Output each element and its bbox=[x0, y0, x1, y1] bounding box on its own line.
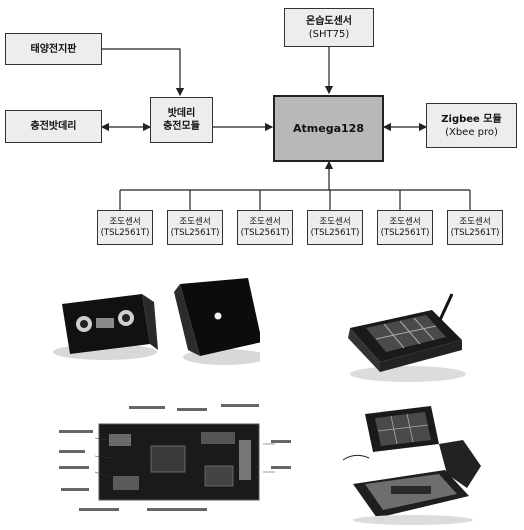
light-sensor-line1: 조도센서 bbox=[459, 217, 490, 228]
light-sensor-box: 조도센서 (TSL2561T) bbox=[237, 210, 293, 245]
light-sensor-line1: 조도센서 bbox=[179, 217, 210, 228]
battery-box: 충전밧데리 bbox=[5, 110, 102, 143]
exploded-enclosure-photo bbox=[335, 400, 485, 528]
light-sensor-line2: (TSL2561T) bbox=[311, 228, 360, 239]
light-sensor-box: 조도센서 (TSL2561T) bbox=[377, 210, 433, 245]
light-sensor-box: 조도센서 (TSL2561T) bbox=[307, 210, 363, 245]
light-sensor-line2: (TSL2561T) bbox=[451, 228, 500, 239]
light-sensor-line1: 조도센서 bbox=[319, 217, 350, 228]
mcu-label: Atmega128 bbox=[293, 122, 364, 135]
solar-panel-box: 태양전지판 bbox=[5, 33, 102, 65]
light-sensor-box: 조도센서 (TSL2561T) bbox=[167, 210, 223, 245]
charger-label-line1: 밧데리 bbox=[168, 107, 196, 120]
solar-panel-label: 태양전지판 bbox=[31, 43, 77, 56]
light-sensor-line1: 조도센서 bbox=[389, 217, 420, 228]
light-sensor-line2: (TSL2561T) bbox=[171, 228, 220, 239]
zigbee-line2: (Xbee pro) bbox=[445, 126, 498, 139]
circuit-board-photo bbox=[55, 400, 295, 528]
zigbee-line1: Zigbee 모듈 bbox=[441, 113, 501, 126]
light-sensor-line1: 조도센서 bbox=[249, 217, 280, 228]
mcu-box: Atmega128 bbox=[273, 95, 384, 162]
charger-module-box: 밧데리 충전모듈 bbox=[150, 97, 213, 143]
light-sensor-line2: (TSL2561T) bbox=[101, 228, 150, 239]
light-sensor-line2: (TSL2561T) bbox=[241, 228, 290, 239]
battery-label: 충전밧데리 bbox=[31, 120, 77, 133]
humidity-sensor-line2: (SHT75) bbox=[309, 28, 350, 41]
zigbee-module-box: Zigbee 모듈 (Xbee pro) bbox=[426, 103, 517, 148]
light-sensor-line1: 조도센서 bbox=[109, 217, 140, 228]
solar-enclosure-photo bbox=[340, 290, 480, 390]
humidity-sensor-line1: 온습도센서 bbox=[306, 15, 352, 28]
charger-label-line2: 충전모듈 bbox=[163, 120, 200, 133]
light-sensor-box: 조도센서 (TSL2561T) bbox=[97, 210, 153, 245]
sensor-housing-photo bbox=[50, 272, 260, 382]
light-sensor-box: 조도센서 (TSL2561T) bbox=[447, 210, 503, 245]
humidity-sensor-box: 온습도센서 (SHT75) bbox=[284, 8, 374, 47]
light-sensor-line2: (TSL2561T) bbox=[381, 228, 430, 239]
solar-to-charger-arrow bbox=[102, 49, 180, 95]
